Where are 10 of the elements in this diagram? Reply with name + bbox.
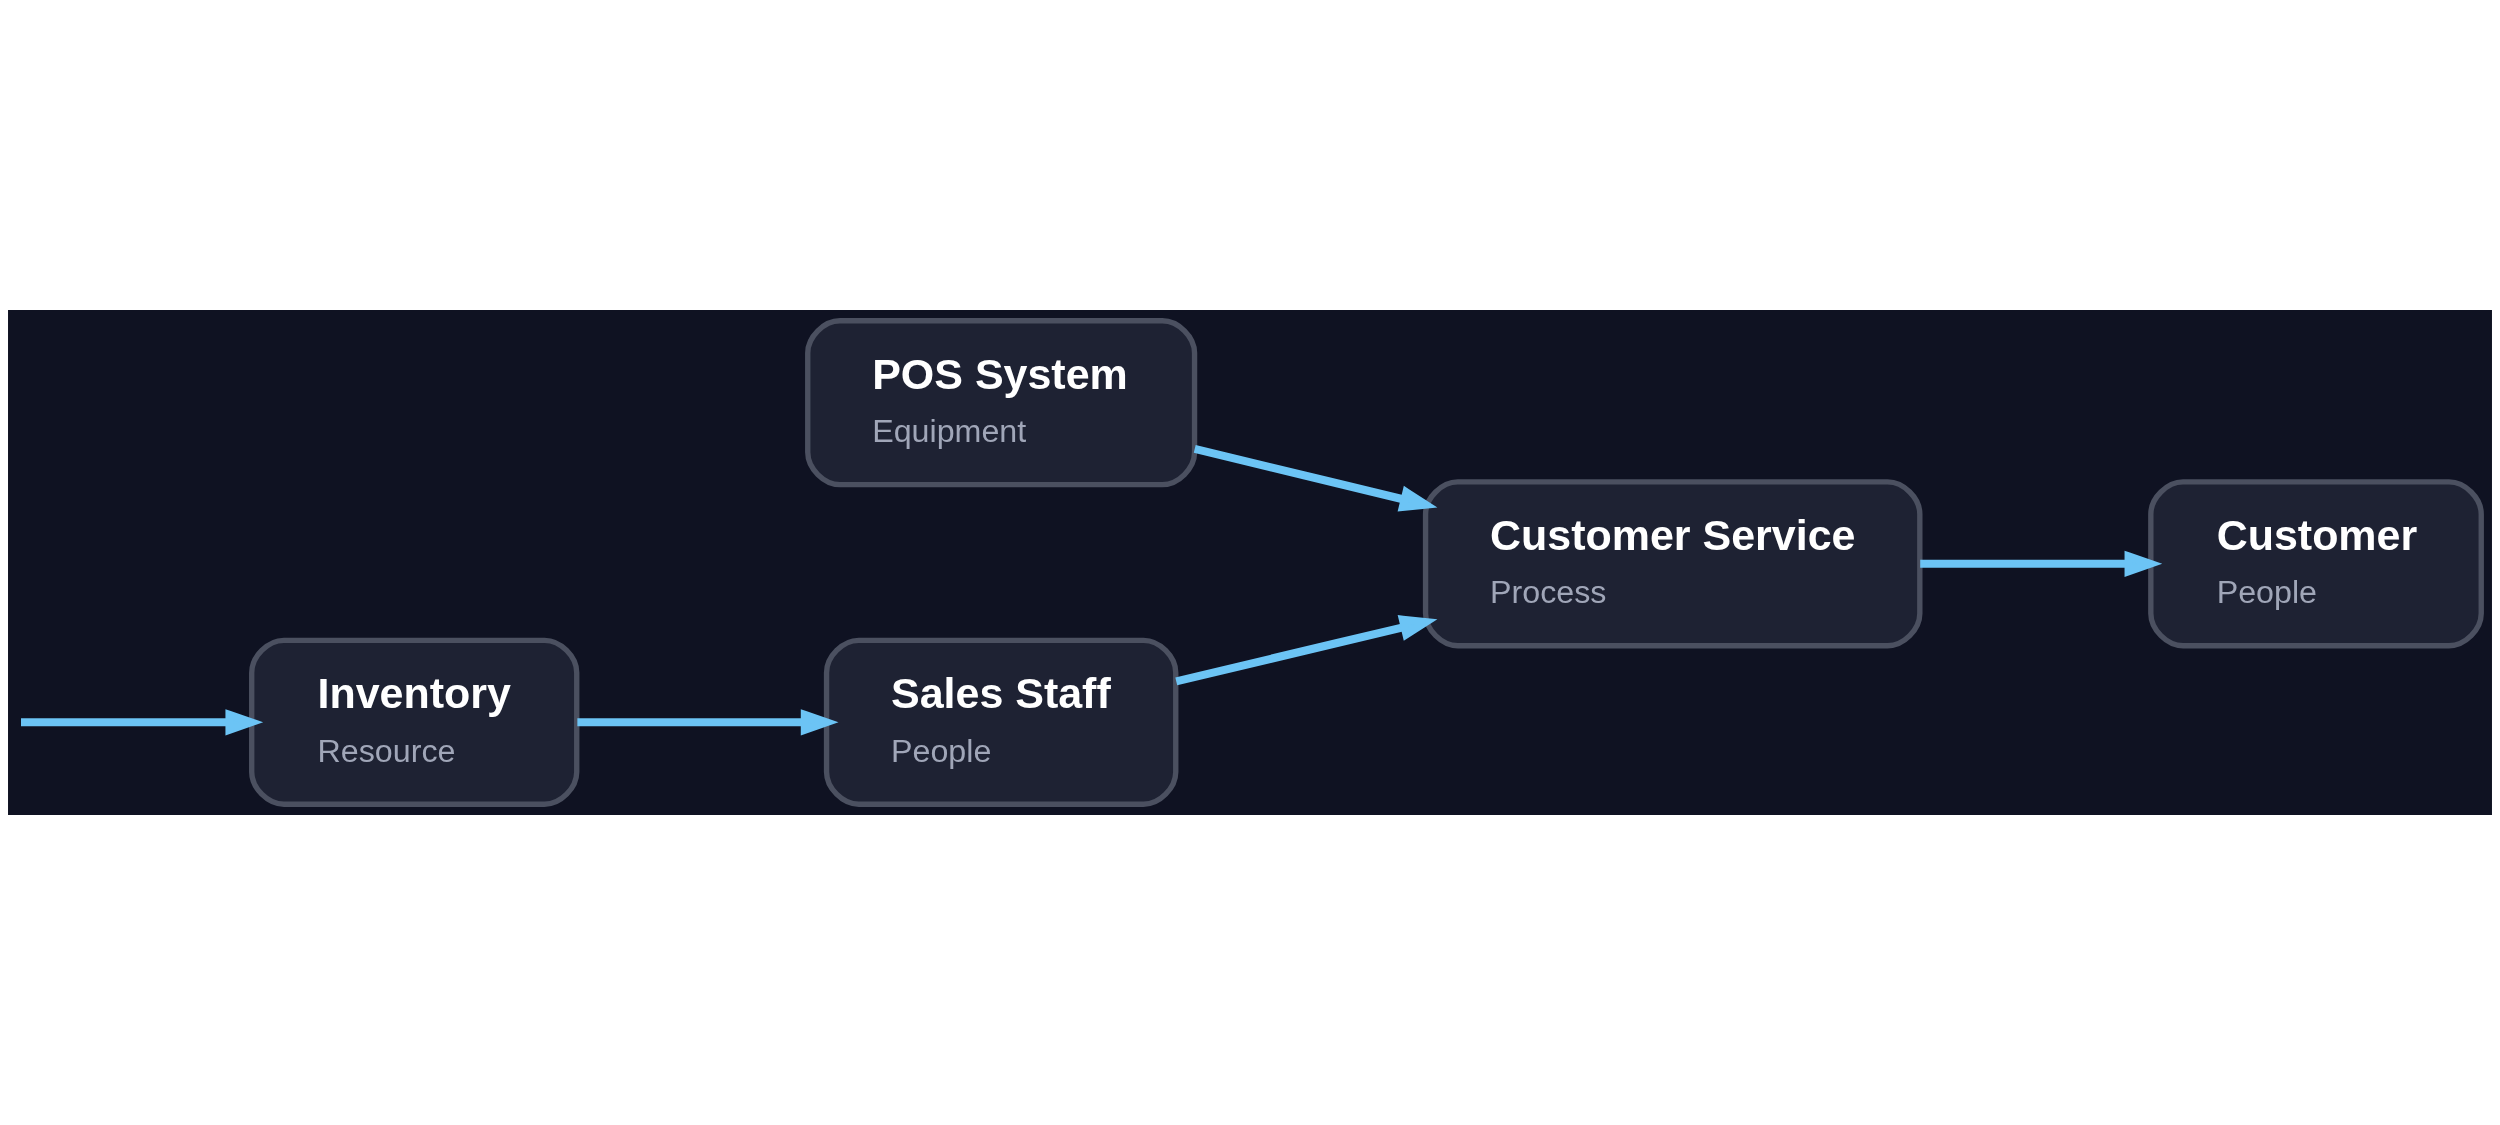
node-box: Customer People — [2148, 479, 2484, 649]
node-box: Inventory Resource — [249, 637, 580, 807]
arrow — [21, 709, 264, 736]
arrow — [1920, 550, 2163, 578]
node-box: Customer Service Process — [1422, 479, 1923, 649]
arrow — [577, 709, 839, 736]
arrow — [1193, 444, 1438, 512]
arrow — [1175, 615, 1438, 686]
node-box: POS System Equipment — [805, 318, 1198, 488]
node-box: Sales Staff People — [823, 637, 1179, 807]
